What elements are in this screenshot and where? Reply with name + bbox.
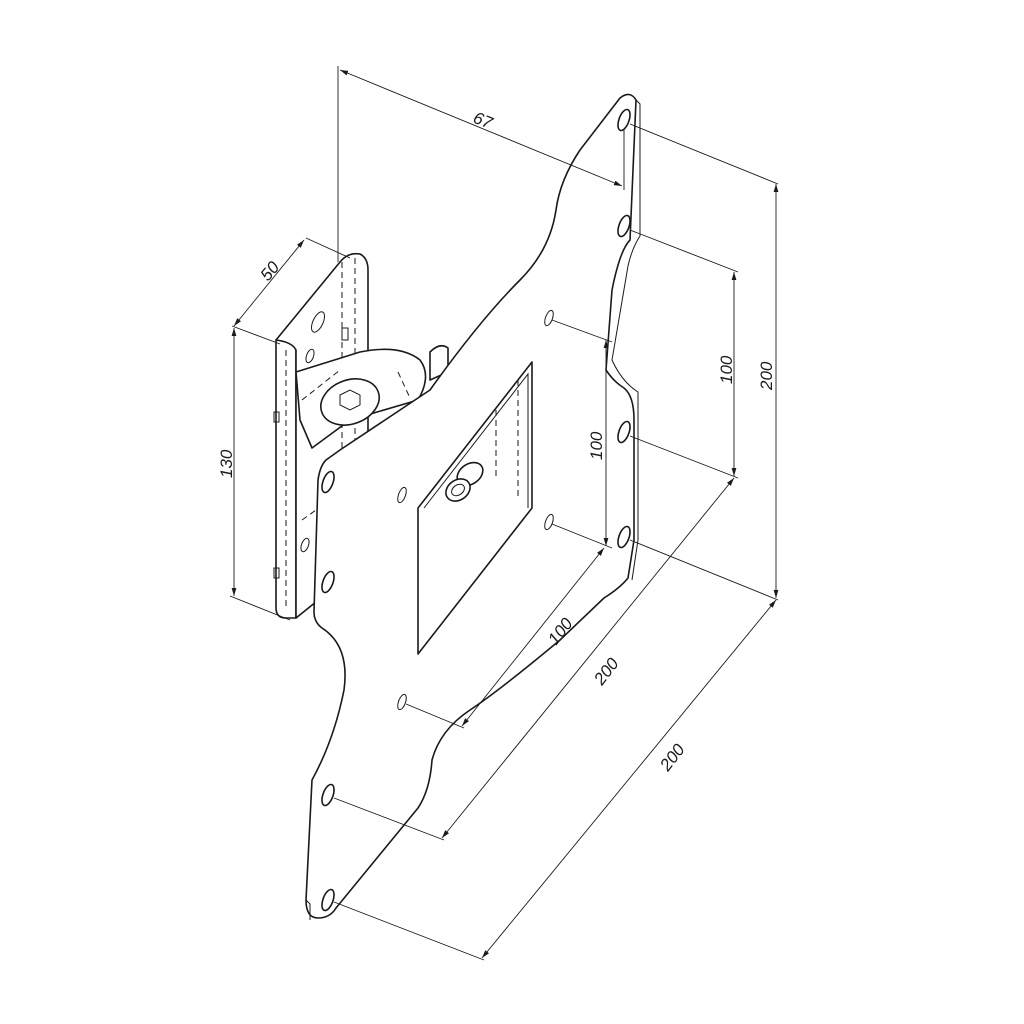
- dimension-wall-plate-height: 130: [217, 328, 291, 621]
- dimension-vesa-outer-vertical: 200: [629, 123, 779, 601]
- pivot-bolt: [320, 378, 380, 426]
- svg-text:130: 130: [217, 449, 236, 478]
- svg-text:50: 50: [257, 257, 284, 284]
- svg-text:67: 67: [471, 108, 496, 133]
- vesa-plate: [305, 93, 641, 920]
- svg-text:200: 200: [590, 654, 623, 689]
- svg-text:100: 100: [717, 355, 736, 384]
- svg-text:200: 200: [757, 361, 776, 391]
- dimension-vesa-mid-vertical: 100: [629, 229, 739, 479]
- svg-text:200: 200: [656, 740, 689, 775]
- svg-text:100: 100: [587, 431, 606, 460]
